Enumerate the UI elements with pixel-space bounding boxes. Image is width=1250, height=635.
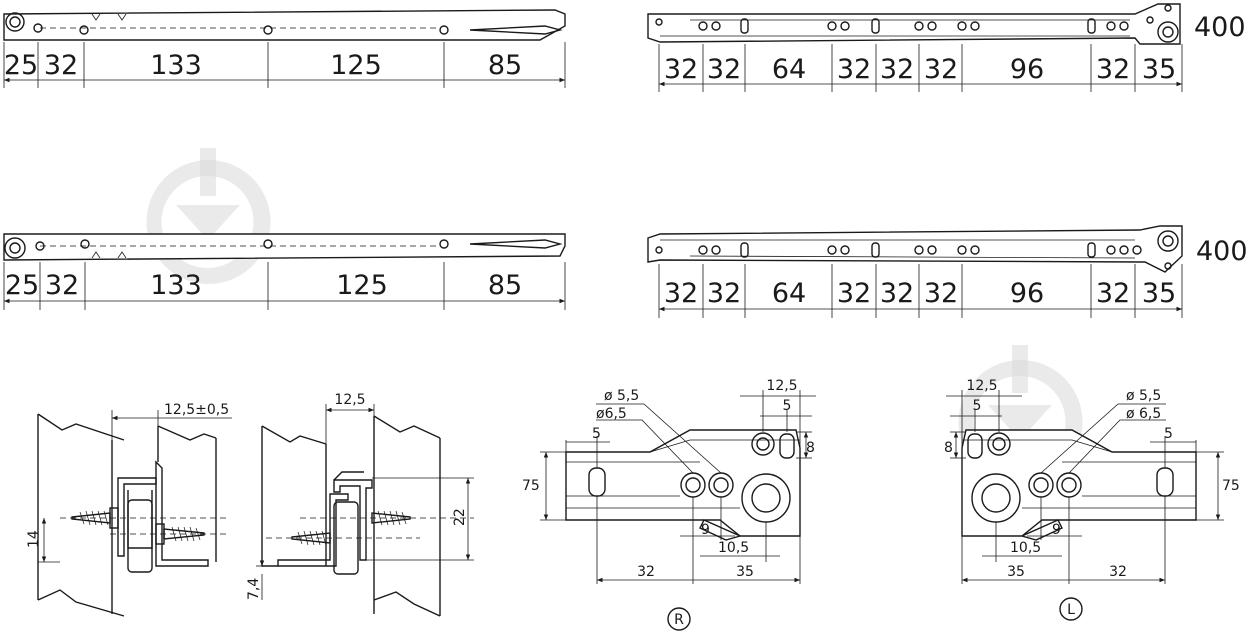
dim-label: 75 <box>1222 478 1240 494</box>
dim-label: 10,5 <box>718 540 749 556</box>
dim-label: 32 <box>1109 564 1127 580</box>
dim-label: 10,5 <box>1010 540 1041 556</box>
dim-label: 12,5±0,5 <box>164 402 229 418</box>
section-view-b: 12,5 22 7,4 <box>246 392 474 617</box>
dim-label: 25 <box>5 270 39 301</box>
dim-label: 7,4 <box>246 578 262 600</box>
dim-label: 96 <box>1010 54 1044 85</box>
dim-label: 5 <box>783 398 792 414</box>
dim-label: 64 <box>772 54 806 85</box>
dims-mid-right: 32 32 64 32 32 32 96 32 35 400 <box>658 236 1248 318</box>
length-label: 400 <box>1196 236 1248 267</box>
dim-label: 133 <box>150 270 202 301</box>
dim-label: 5 <box>1164 426 1173 442</box>
dim-label: 12,5 <box>334 392 365 408</box>
dim-label: 12,5 <box>766 378 797 394</box>
side-marker: L <box>1067 602 1075 618</box>
dim-label: 8 <box>944 440 953 456</box>
dims-mid-left: 25 32 133 125 85 <box>3 262 566 310</box>
rail-top-left <box>3 9 566 41</box>
dim-label: 14 <box>26 530 42 548</box>
dim-label: 5 <box>592 426 601 442</box>
dim-label: ø 5,5 <box>604 388 639 404</box>
watermark-logo-icon <box>146 148 271 284</box>
side-marker: R <box>674 612 684 628</box>
dim-label: 96 <box>1010 278 1044 309</box>
dim-label: 32 <box>44 50 78 81</box>
dim-label: ø6,5 <box>596 406 627 422</box>
dim-label: 35 <box>1007 564 1025 580</box>
detail-right: ø 5,5 ø6,5 12,5 5 8 5 75 9 10,5 32 <box>522 378 816 631</box>
dims-top-right: 32 32 64 32 32 32 96 32 35 400 <box>658 12 1246 92</box>
dim-label: 64 <box>772 278 806 309</box>
dim-label: 35 <box>1142 54 1176 85</box>
dim-label: 5 <box>973 398 982 414</box>
dim-label: 12,5 <box>966 378 997 394</box>
dim-label: 32 <box>880 278 914 309</box>
watermark-logo-icon <box>958 345 1083 484</box>
dim-label: 32 <box>45 270 79 301</box>
dim-label: 32 <box>837 278 871 309</box>
dim-label: 32 <box>924 278 958 309</box>
rail-top-right <box>647 3 1181 45</box>
dim-label: ø 5,5 <box>1126 388 1161 404</box>
dim-label: 32 <box>637 564 655 580</box>
rail-mid-right <box>647 225 1183 273</box>
dim-label: 32 <box>924 54 958 85</box>
dim-label: ø 6,5 <box>1126 406 1161 422</box>
dim-label: 32 <box>880 54 914 85</box>
dim-label: 32 <box>837 54 871 85</box>
detail-left: ø 5,5 ø 6,5 12,5 5 8 5 75 9 10,5 35 32 L <box>944 378 1240 621</box>
dim-label: 35 <box>736 564 754 580</box>
dim-label: 32 <box>707 278 741 309</box>
dim-label: 22 <box>452 508 468 526</box>
dim-label: 133 <box>150 50 202 81</box>
length-label: 400 <box>1194 12 1246 43</box>
dim-label: 9 <box>1052 522 1061 538</box>
dim-label: 32 <box>1096 54 1130 85</box>
dim-label: 25 <box>4 50 38 81</box>
dim-label: 75 <box>522 478 540 494</box>
dims-top-left: 25 32 133 125 85 <box>3 42 566 88</box>
dim-label: 8 <box>806 440 815 456</box>
section-view-a: 12,5±0,5 14 <box>26 402 232 617</box>
dim-label: 9 <box>701 522 710 538</box>
dim-label: 125 <box>336 270 388 301</box>
dim-label: 35 <box>1142 278 1176 309</box>
dim-label: 125 <box>330 50 382 81</box>
dim-label: 32 <box>664 54 698 85</box>
dim-label: 32 <box>1096 278 1130 309</box>
rail-mid-left <box>3 233 566 261</box>
dim-label: 85 <box>488 270 522 301</box>
dim-label: 32 <box>707 54 741 85</box>
dim-label: 85 <box>488 50 522 81</box>
dim-label: 32 <box>664 278 698 309</box>
